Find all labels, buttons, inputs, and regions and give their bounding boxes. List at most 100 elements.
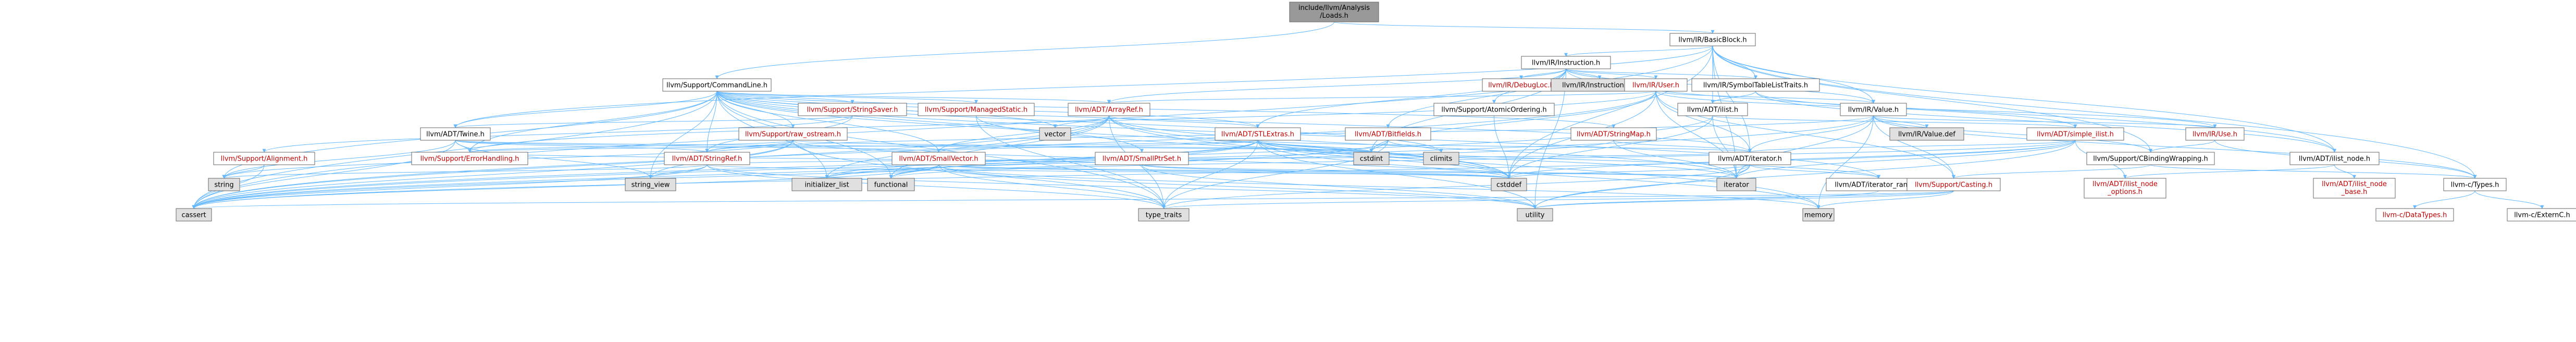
node-dbgloc[interactable]: llvm/IR/DebugLoc.h: [1482, 78, 1561, 92]
node-box: [1095, 152, 1189, 165]
edge-iterator-h-to-itrange: [1750, 164, 1880, 179]
edge-casting-to-utility: [1533, 190, 1954, 209]
node-box: [1068, 103, 1150, 116]
node-label: string: [214, 181, 233, 189]
edge-itrange-to-utility: [1533, 190, 1879, 209]
node-datatypes[interactable]: llvm-c/DataTypes.h: [2375, 208, 2454, 222]
edge-arrayref-to-cstddef: [1109, 115, 1511, 179]
node-strmap[interactable]: llvm/ADT/StringMap.h: [1570, 127, 1657, 141]
edge-value-to-iterator-h: [1748, 115, 1874, 153]
edge-bb-to-symtab: [1712, 45, 1757, 79]
node-cbinding[interactable]: llvm/Support/CBindingWrapping.h: [2086, 152, 2215, 165]
edge-strref-to-cstddef: [707, 164, 1510, 179]
node-bitmask[interactable]: llvm/ADT/Bitfields.h: [1345, 127, 1431, 141]
node-box: [662, 78, 772, 92]
node-use[interactable]: llvm/IR/Use.h: [2185, 127, 2245, 141]
node-box: [891, 152, 986, 165]
edge-user-to-errh: [468, 91, 1656, 153]
node-label: llvm/ADT/simple_ilist.h: [2037, 131, 2114, 139]
node-root[interactable]: include/llvm/Analysis/Loads.h: [1289, 2, 1379, 22]
node-instr[interactable]: llvm/IR/Instruction.h: [1521, 56, 1611, 69]
edge-cl-to-strview: [649, 91, 717, 179]
node-stlextras[interactable]: llvm/ADT/STLExtras.h: [1215, 127, 1301, 141]
node-ilistnode[interactable]: llvm/ADT/ilist_node.h: [2289, 152, 2380, 165]
edge-symtab-to-ilist: [1711, 91, 1756, 104]
node-managed[interactable]: llvm/Support/ManagedStatic.h: [918, 103, 1035, 116]
node-cassert: cassert: [176, 208, 212, 222]
node-ilnodeopt[interactable]: llvm/ADT/ilist_node_options.h: [2084, 178, 2166, 199]
node-strref[interactable]: llvm/ADT/StringRef.h: [664, 152, 750, 165]
node-box: [1482, 78, 1561, 92]
node-label: cstdint: [1360, 155, 1383, 163]
node-box: [420, 127, 491, 141]
node-arrayref[interactable]: llvm/ADT/ArrayRef.h: [1068, 103, 1150, 116]
node-label: climits: [1430, 155, 1453, 163]
node-errh[interactable]: llvm/Support/ErrorHandling.h: [411, 152, 528, 165]
node-box: [1840, 103, 1907, 116]
node-label: vector: [1044, 131, 1066, 139]
node-label: llvm/ADT/SmallPtrSet.h: [1103, 155, 1181, 163]
node-casting[interactable]: llvm/Support/Casting.h: [1906, 178, 2001, 191]
edge-value-to-cbinding: [1873, 115, 2152, 153]
node-label: llvm/IR/Use.h: [2193, 131, 2237, 139]
node-box: [411, 152, 528, 165]
edge-value-to-iterator: [1735, 115, 1874, 179]
node-atomic[interactable]: llvm/Support/AtomicOrdering.h: [1433, 103, 1555, 116]
node-value[interactable]: llvm/IR/Value.h: [1840, 103, 1907, 116]
node-ctypes[interactable]: llvm-c/Types.h: [2443, 178, 2507, 191]
edge-strref-to-cassert: [192, 164, 708, 209]
node-cl[interactable]: llvm/Support/CommandLine.h: [662, 78, 772, 92]
node-ilnodebase[interactable]: llvm/ADT/ilist_node_base.h: [2313, 178, 2396, 199]
node-twine[interactable]: llvm/ADT/Twine.h: [420, 127, 491, 141]
edge-user-to-arrayref: [1107, 91, 1656, 104]
node-box: [1517, 208, 1553, 222]
node-align[interactable]: llvm/Support/Alignment.h: [213, 152, 315, 165]
edge-twine-to-cstdint: [455, 140, 1373, 153]
edge-smallvec-to-cassert: [192, 164, 939, 209]
edge-instr-to-user: [1566, 68, 1658, 79]
node-box: [213, 152, 315, 165]
node-box: [625, 178, 676, 191]
edge-strref-to-strview: [649, 164, 708, 179]
edge-value-to-valuedef: [1873, 115, 1929, 128]
edge-value-to-casting: [1873, 115, 1955, 179]
node-rawos[interactable]: llvm/Support/raw_ostream.h: [738, 127, 848, 141]
node-symtab[interactable]: llvm/IR/SymbolTableListTraits.h: [1691, 78, 1820, 92]
node-cstdint: cstdint: [1353, 152, 1390, 165]
node-label: llvm/ADT/iterator.h: [1718, 155, 1782, 163]
node-label: llvm/IR/Value.h: [1848, 106, 1899, 114]
node-string: string: [208, 178, 240, 191]
node-strsaver[interactable]: llvm/Support/StringSaver.h: [798, 103, 907, 116]
edge-value-to-memory: [1816, 115, 1874, 209]
edge-instr-to-utility: [1533, 68, 1566, 209]
node-box: [2375, 208, 2454, 222]
node-box: [1802, 208, 1835, 222]
node-layer: include/llvm/Analysis/Loads.h llvm/IR/Bas…: [176, 2, 2576, 222]
node-memory: memory: [1802, 208, 1835, 222]
node-bb[interactable]: llvm/IR/BasicBlock.h: [1669, 33, 1756, 46]
edge-iterator-h-to-utility: [1533, 164, 1750, 209]
edge-bb-to-instr: [1564, 45, 1713, 57]
edge-twine-to-smallvec: [455, 140, 940, 153]
edge-stlextras-to-itrange: [1257, 140, 1880, 179]
node-iterator: iterator: [1716, 178, 1756, 191]
node-box: [176, 208, 212, 222]
node-smallptr[interactable]: llvm/ADT/SmallPtrSet.h: [1095, 152, 1189, 165]
edge-smallvec-to-memory: [938, 164, 1820, 209]
node-simpleilist[interactable]: llvm/ADT/simple_ilist.h: [2026, 127, 2124, 141]
node-box: [2443, 178, 2507, 191]
node-user[interactable]: llvm/IR/User.h: [1624, 78, 1688, 92]
edge-ctypes-to-externc: [2474, 190, 2544, 209]
edge-user-to-cassert: [192, 91, 1656, 209]
edge-rawos-to-strref: [705, 140, 794, 153]
node-iterator-h[interactable]: llvm/ADT/iterator.h: [1708, 152, 1791, 165]
edge-cl-to-strref: [705, 91, 717, 153]
edge-smallptr-to-iterator: [1142, 164, 1738, 179]
node-box: [1521, 56, 1611, 69]
node-externc[interactable]: llvm-c/ExternC.h: [2507, 208, 2576, 222]
edge-arrayref-to-vector: [1053, 115, 1109, 128]
node-ilist[interactable]: llvm/ADT/ilist.h: [1677, 103, 1748, 116]
node-smallvec[interactable]: llvm/ADT/SmallVector.h: [891, 152, 986, 165]
edge-value-to-cassert: [192, 115, 1874, 209]
node-label: llvm/ADT/SmallVector.h: [899, 155, 979, 163]
